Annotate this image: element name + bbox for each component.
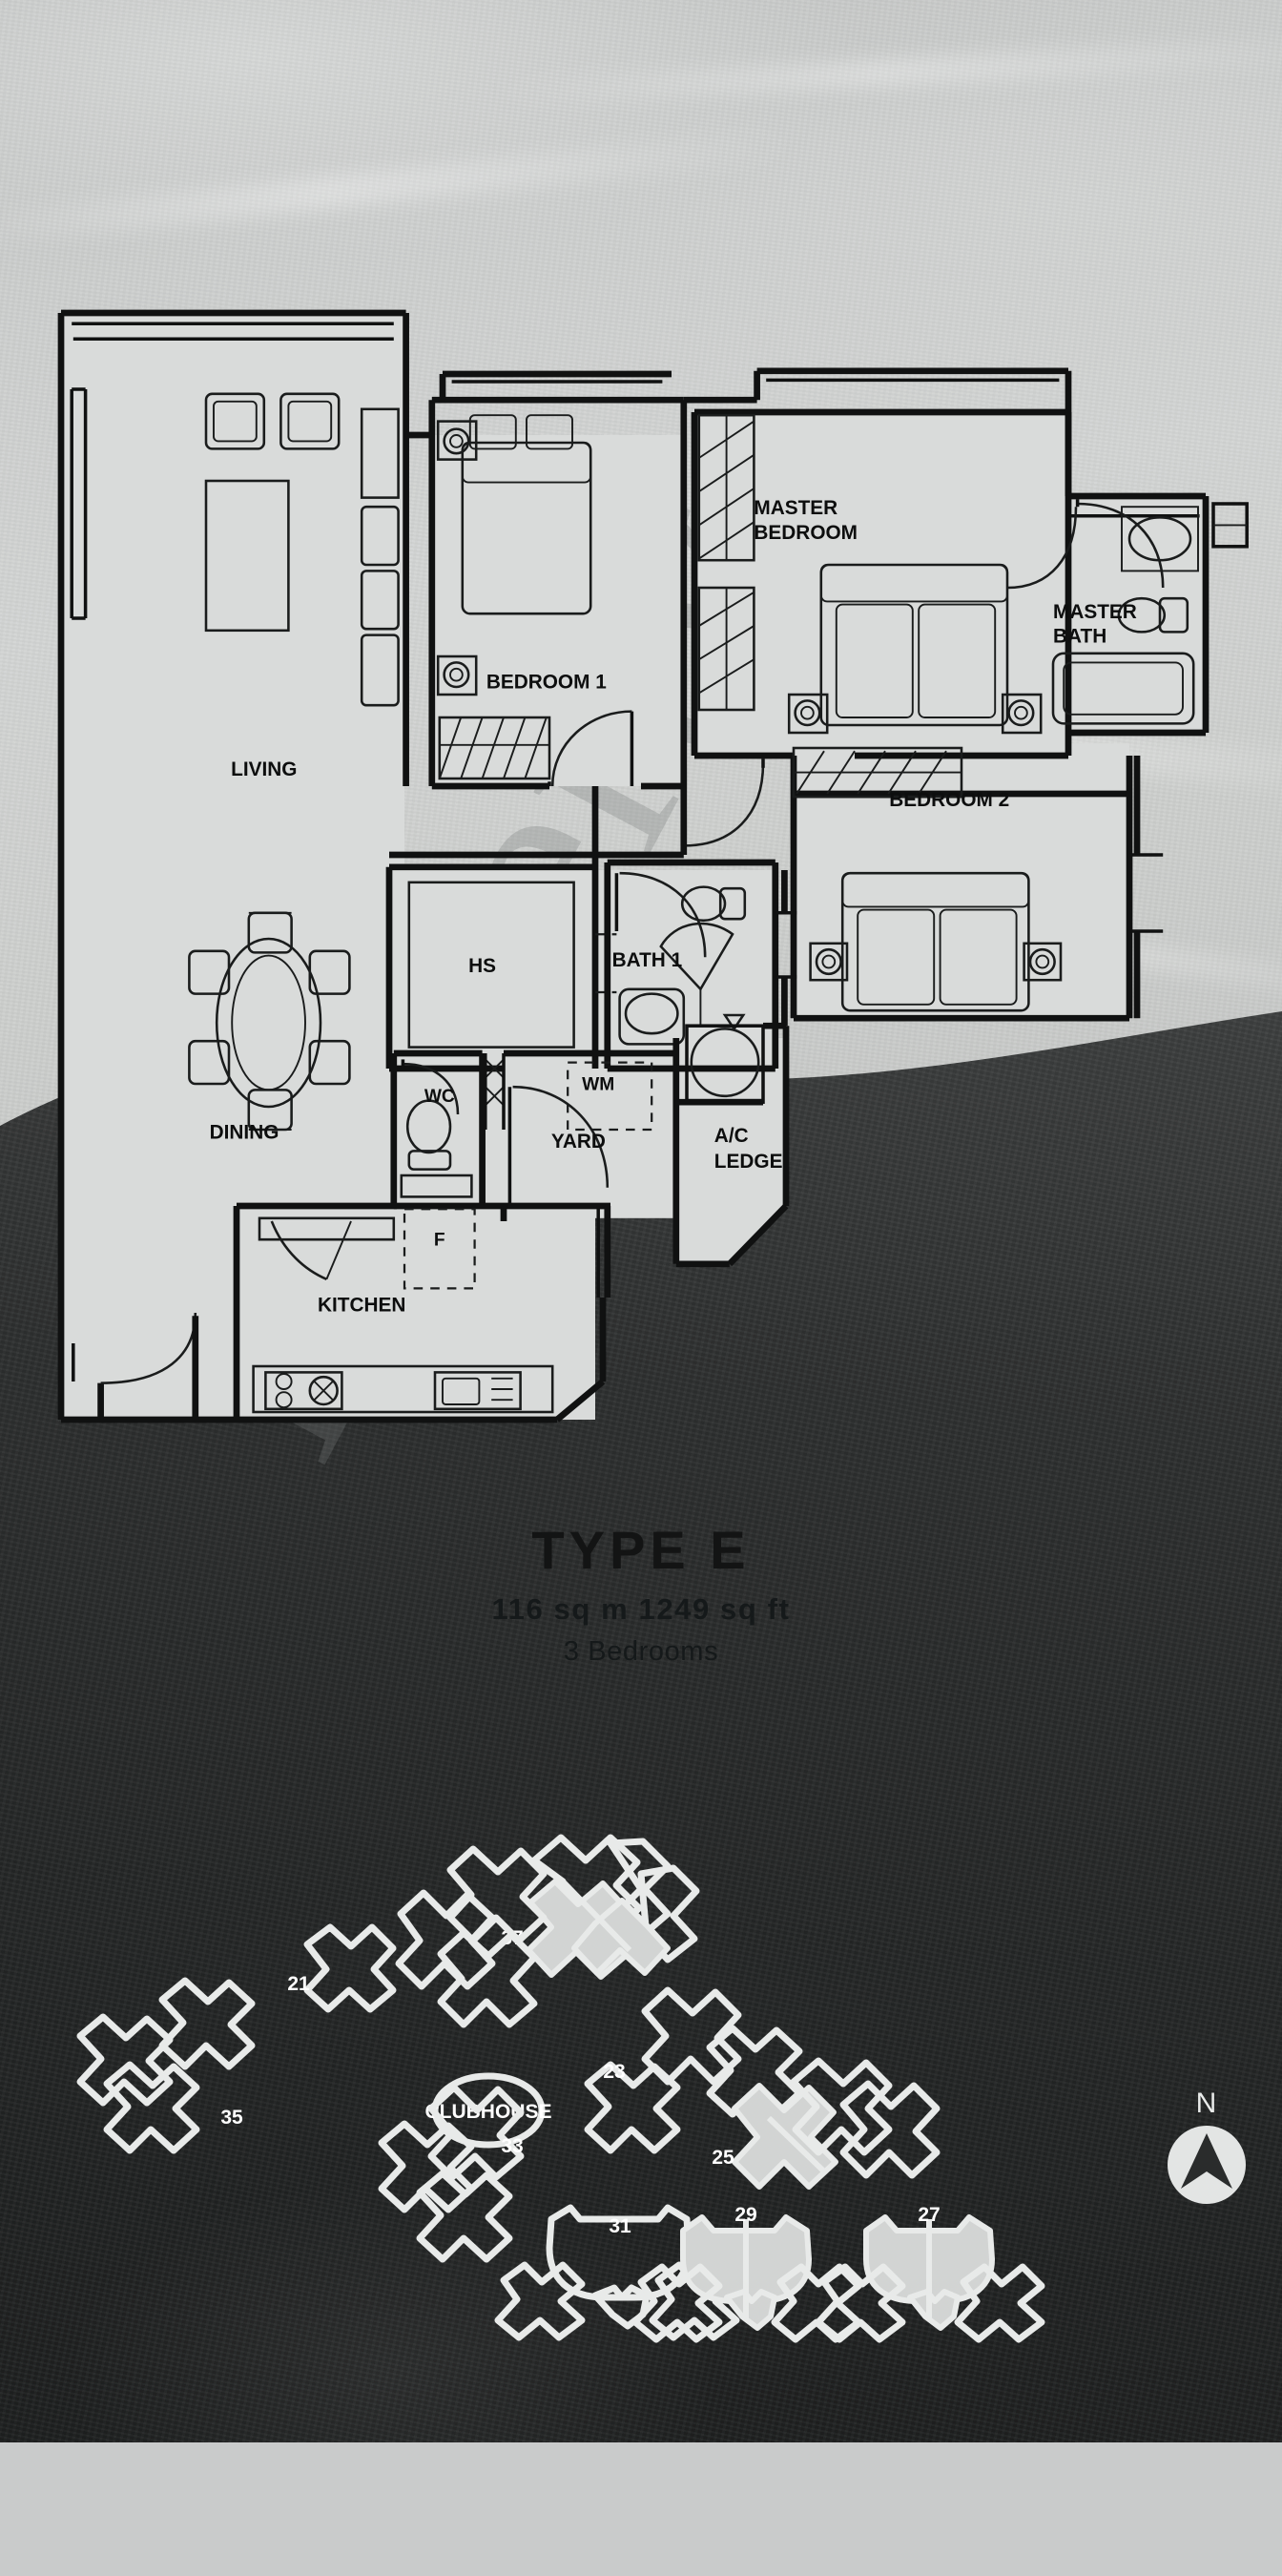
service-area-walls — [390, 1022, 790, 1298]
floor-plan-labels: LIVING DINING KITCHEN BEDROOM 1 MASTER BEDROO… — [210, 497, 1137, 1316]
room-label-dining: DINING — [210, 1122, 279, 1144]
site-block-33: 33 — [378, 2084, 525, 2263]
compass-rose: N — [1160, 2089, 1253, 2206]
room-label-wc: WC — [424, 1087, 455, 1107]
site-block-25: 25 — [712, 2057, 941, 2190]
room-label-f: F — [434, 1231, 445, 1251]
site-block-35: 35 — [76, 1977, 256, 2154]
title-block: TYPE E 116 sq m 1249 sq ft 3 Bedrooms — [0, 1520, 1282, 1668]
room-label-hs: HS — [468, 955, 496, 977]
room-label-master-bath-line1: MASTER — [1053, 601, 1137, 623]
room-label-bath-1: BATH 1 — [612, 949, 683, 971]
site-clubhouse: CLUBHOUSE — [424, 2072, 552, 2149]
room-label-ac-ledge-line2: LEDGE — [714, 1151, 783, 1173]
unit-bedrooms-label: 3 Bedrooms — [563, 1635, 719, 1667]
site-block-label: 29 — [734, 2204, 756, 2226]
room-label-living: LIVING — [231, 758, 297, 780]
room-label-bedroom-1: BEDROOM 1 — [486, 672, 607, 694]
site-block-label: 31 — [609, 2215, 631, 2237]
kitchen-walls — [233, 1202, 607, 1423]
site-block-label: 21 — [287, 1973, 310, 1995]
site-block-27: 27 — [815, 2204, 1045, 2343]
unit-area-label: 116 sq m 1249 sq ft — [491, 1591, 791, 1626]
exterior-walls — [57, 309, 406, 1423]
room-label-ac-ledge-line1: A/C — [714, 1125, 749, 1147]
bedroom-1-walls — [403, 313, 688, 790]
floor-plan-drawing: .wall { fill:none; stroke:#101111; strok… — [57, 309, 1249, 1423]
site-block-29: 29 — [631, 2204, 862, 2343]
north-arrow-icon — [1168, 2126, 1246, 2204]
room-label-yard: YARD — [551, 1131, 606, 1153]
room-label-master-bedroom-line1: MASTER — [754, 497, 837, 519]
floor-fills — [61, 313, 1203, 1420]
master-bedroom-walls — [683, 367, 1072, 759]
corridor-and-hs — [385, 786, 688, 1072]
brochure-page: Property .wall { fill:none; stroke:#1011… — [0, 0, 1282, 2442]
site-plan: .blk { fill:none; stroke:#e8eae9; stroke… — [0, 1832, 1282, 2442]
site-block-label: 27 — [918, 2204, 940, 2226]
master-bath-walls — [1006, 492, 1249, 737]
room-label-master-bedroom-line2: BEDROOM — [754, 522, 858, 544]
site-block-37: 21 — [287, 1845, 548, 2028]
room-label-bedroom-2: BEDROOM 2 — [889, 789, 1009, 811]
site-block-label: 23 — [603, 2061, 625, 2083]
unit-type-title: TYPE E — [531, 1520, 751, 1580]
north-label: N — [1195, 2088, 1218, 2119]
bedroom-2-walls — [683, 746, 1164, 1022]
living-furniture — [188, 392, 400, 1132]
site-block-label: 33 — [501, 2135, 523, 2157]
room-label-master-bath-line2: BATH — [1053, 626, 1106, 648]
room-label-wm: WM — [582, 1074, 614, 1094]
site-block-label: 25 — [712, 2147, 734, 2169]
site-block-label: 35 — [220, 2107, 243, 2129]
room-label-kitchen: KITCHEN — [318, 1294, 405, 1316]
site-block-21: 37 — [501, 1834, 700, 1980]
